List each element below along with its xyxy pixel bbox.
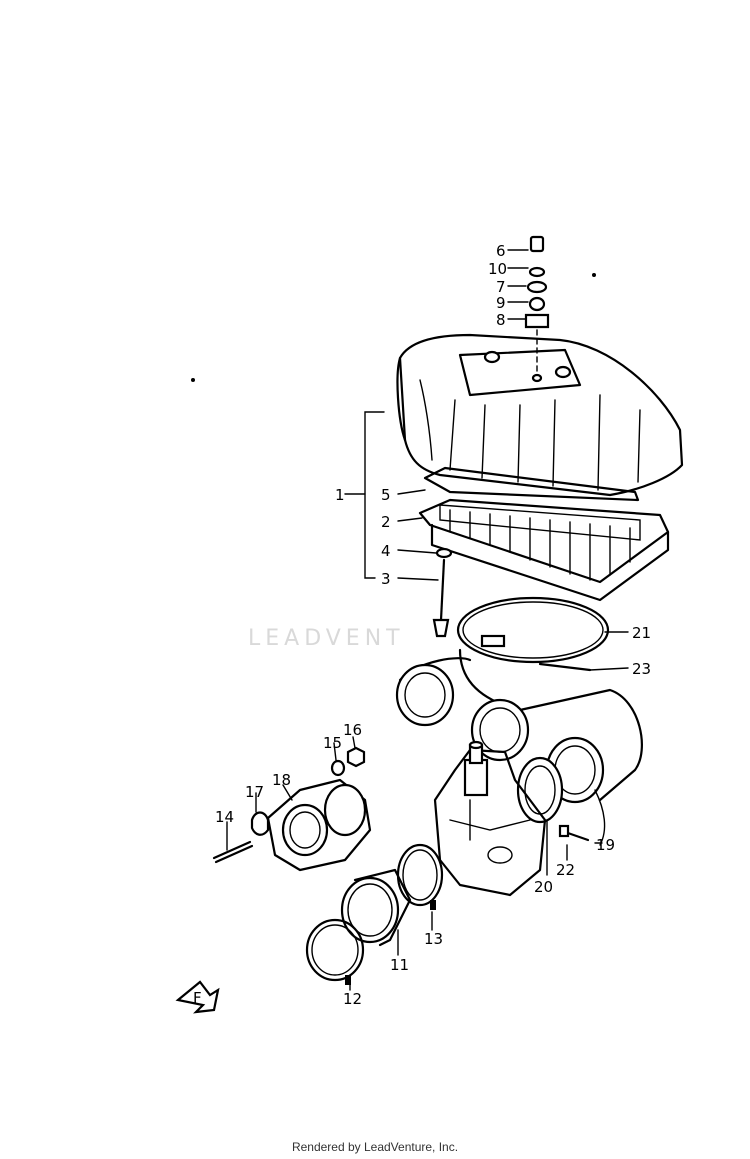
- air-cleaner-cover: [396, 333, 684, 497]
- seal: [423, 466, 640, 502]
- top-fastener-stack: [524, 235, 550, 381]
- nut: [346, 746, 366, 768]
- gasket-17: [250, 811, 270, 836]
- filter-element: [418, 498, 670, 602]
- arrow-label: F: [193, 989, 202, 1007]
- callout-8: 8: [496, 311, 506, 329]
- callout-3: 3: [381, 570, 391, 588]
- callout-18: 18: [272, 771, 291, 789]
- callout-13: 13: [424, 930, 443, 948]
- front-arrow-icon: F: [175, 980, 220, 1014]
- bolt-22: [558, 824, 590, 842]
- washer: [435, 547, 453, 559]
- callout-1: 1: [335, 486, 345, 504]
- hose-11: [340, 868, 412, 947]
- leader-lines: [226, 249, 629, 991]
- callout-23: 23: [632, 660, 651, 678]
- screw: [538, 662, 592, 672]
- callout-4: 4: [381, 542, 391, 560]
- callout-16: 16: [343, 721, 362, 739]
- callout-5: 5: [381, 486, 391, 504]
- air-box-body: [395, 648, 643, 804]
- callout-2: 2: [381, 513, 391, 531]
- intake-pipe: [266, 778, 372, 872]
- callout-7: 7: [496, 278, 506, 296]
- callout-15: 15: [323, 734, 342, 752]
- callout-9: 9: [496, 294, 506, 312]
- callout-14: 14: [215, 808, 234, 826]
- washer-15: [330, 759, 346, 777]
- callout-22: 22: [556, 861, 575, 879]
- callout-19: 19: [596, 836, 615, 854]
- clamp-13: [396, 843, 444, 910]
- watermark: LEADVENT: [248, 626, 405, 651]
- callout-12: 12: [343, 990, 362, 1008]
- bolt: [432, 558, 450, 638]
- footer-credit: Rendered by LeadVenture, Inc.: [291, 1140, 459, 1154]
- callout-21: 21: [632, 624, 651, 642]
- callout-20: 20: [534, 878, 553, 896]
- intake-hose: [516, 756, 564, 824]
- callout-6: 6: [496, 242, 506, 260]
- callout-11: 11: [390, 956, 409, 974]
- clamp-band: [456, 596, 610, 664]
- callout-17: 17: [245, 783, 264, 801]
- clamp-12: [305, 918, 365, 985]
- stud: [212, 840, 254, 864]
- callout-numbers: 6 10 7 9 8 1 5 2 4 3 21 23 15 16 18 17 1…: [215, 242, 651, 1008]
- carburetor: [433, 740, 547, 897]
- callout-10: 10: [488, 260, 507, 278]
